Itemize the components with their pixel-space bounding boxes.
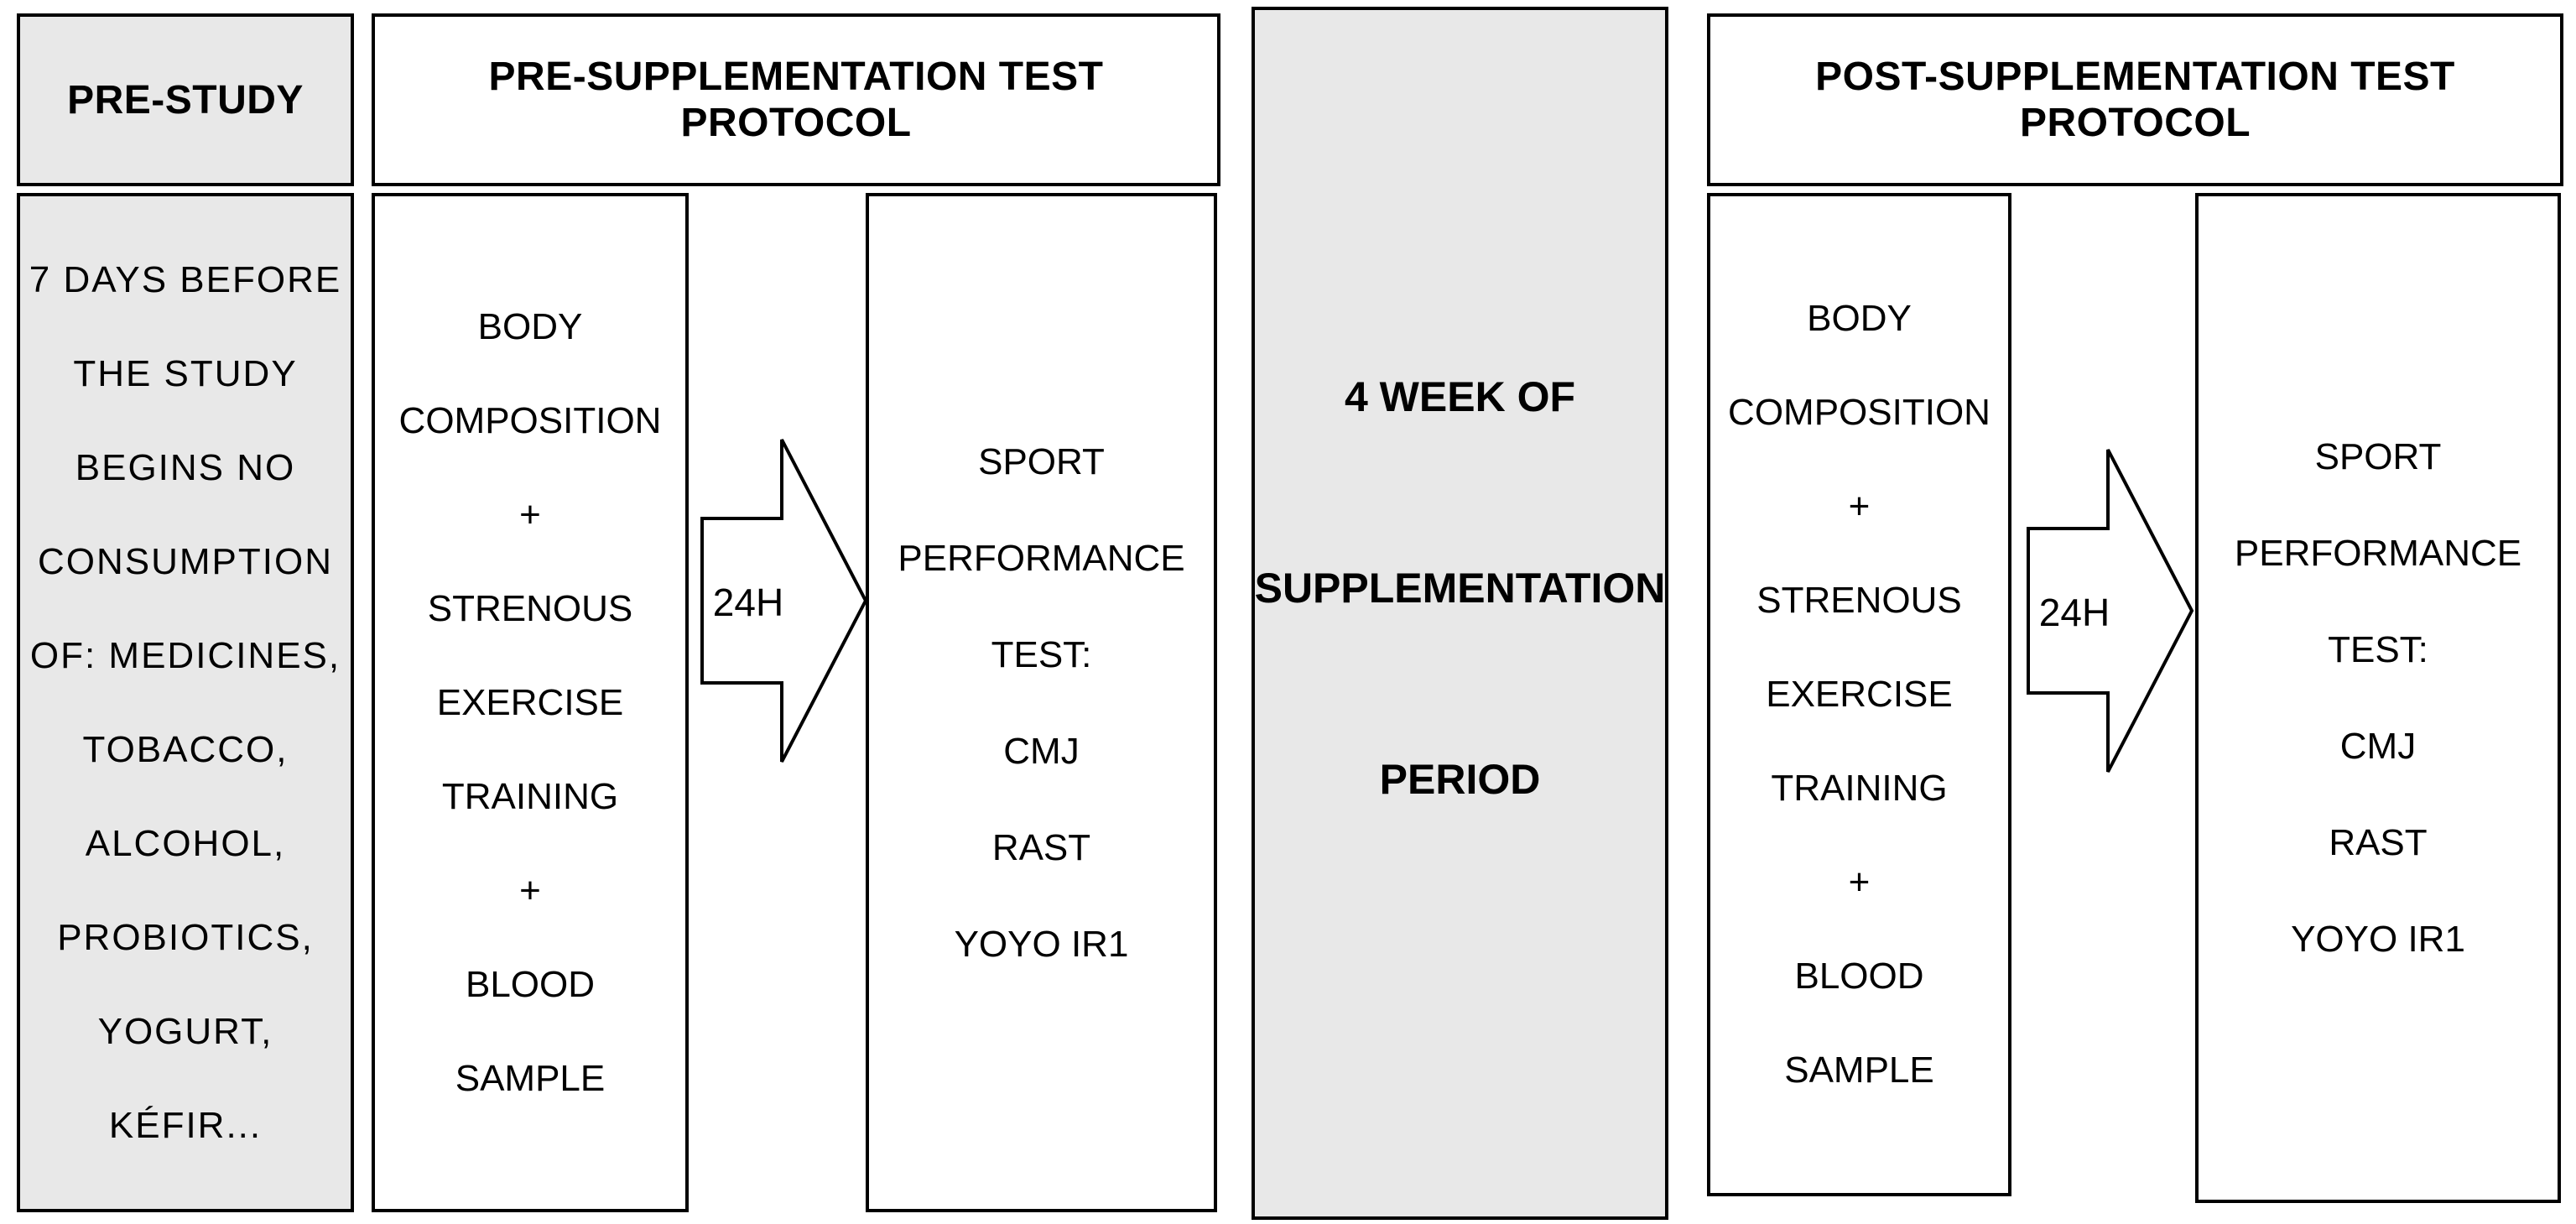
plus-separator: + — [519, 493, 541, 535]
arrow-24h-pre — [700, 438, 868, 763]
post-supplementation-header-box: POST-SUPPLEMENTATION TEST PROTOCOL — [1707, 13, 2563, 186]
sport-test-line: YOYO IR1 — [954, 923, 1129, 965]
supplementation-period-line: PERIOD — [1379, 756, 1541, 803]
baseline-measure-line: EXERCISE — [436, 681, 624, 723]
supplementation-period-box: 4 WEEK OF SUPPLEMENTATION PERIOD — [1252, 7, 1668, 1220]
sport-test-line: SPORT — [978, 440, 1105, 482]
sport-test-line: CMJ — [1003, 730, 1080, 772]
baseline-measure-line: BLOOD — [465, 963, 596, 1005]
restriction-line: PROBIOTICS, — [57, 916, 314, 958]
baseline-measure-line: EXERCISE — [1766, 674, 1953, 715]
sport-test-line: PERFORMANCE — [898, 537, 1185, 579]
sport-test-line: TEST: — [2328, 629, 2428, 670]
baseline-measure-line: BODY — [1807, 298, 1912, 339]
baseline-measure-line: BODY — [477, 305, 583, 347]
restriction-line: ALCOHOL, — [85, 822, 286, 864]
pre-study-restrictions-box: 7 DAYS BEFORE THE STUDY BEGINS NO CONSUM… — [17, 193, 354, 1212]
sport-test-line: RAST — [2329, 822, 2428, 863]
pre-sport-performance-box: SPORT PERFORMANCE TEST: CMJ RAST YOYO IR… — [866, 193, 1217, 1212]
restriction-line: CONSUMPTION — [38, 540, 333, 582]
restriction-line: YOGURT, — [97, 1010, 273, 1052]
pre-study-header-box: PRE-STUDY — [17, 13, 354, 186]
arrow-right-icon — [2027, 449, 2194, 773]
post-sport-performance-box: SPORT PERFORMANCE TEST: CMJ RAST YOYO IR… — [2195, 193, 2561, 1203]
baseline-measure-line: COMPOSITION — [1728, 392, 1991, 433]
arrow-24h-post-label: 24H — [2038, 591, 2110, 634]
plus-separator: + — [519, 869, 541, 911]
supplementation-period-line: SUPPLEMENTATION — [1254, 565, 1666, 612]
baseline-measure-line: TRAINING — [1771, 768, 1948, 809]
sport-test-line: YOYO IR1 — [2291, 919, 2465, 960]
pre-supplementation-header-label: PRE-SUPPLEMENTATION TEST PROTOCOL — [488, 55, 1104, 145]
sport-test-line: CMJ — [2339, 726, 2417, 767]
baseline-measure-line: BLOOD — [1794, 956, 1924, 997]
pre-baseline-measures-box: BODY COMPOSITION + STRENOUS EXERCISE TRA… — [372, 193, 689, 1212]
baseline-measure-line: STRENOUS — [427, 587, 633, 629]
restriction-line: TOBACCO, — [82, 728, 289, 770]
pre-supplementation-header-box: PRE-SUPPLEMENTATION TEST PROTOCOL — [372, 13, 1220, 186]
baseline-measure-line: COMPOSITION — [398, 399, 662, 441]
post-baseline-measures-box: BODY COMPOSITION + STRENOUS EXERCISE TRA… — [1707, 193, 2011, 1196]
sport-test-line: SPORT — [2314, 436, 2442, 477]
restriction-line: KÉFIR... — [108, 1104, 263, 1146]
arrow-24h-pre-label: 24H — [712, 581, 784, 624]
restriction-line: BEGINS NO — [75, 446, 296, 488]
baseline-measure-line: TRAINING — [441, 775, 619, 817]
restriction-line: THE STUDY — [73, 352, 298, 394]
baseline-measure-line: STRENOUS — [1756, 580, 1962, 621]
post-supplementation-header-label: POST-SUPPLEMENTATION TEST PROTOCOL — [1815, 55, 2455, 145]
plus-separator: + — [1848, 862, 1871, 903]
baseline-measure-line: SAMPLE — [455, 1057, 606, 1099]
restriction-line: OF: MEDICINES, — [29, 634, 341, 676]
baseline-measure-line: SAMPLE — [1784, 1050, 1934, 1091]
sport-test-line: RAST — [991, 826, 1091, 868]
sport-test-line: PERFORMANCE — [2234, 533, 2522, 574]
pre-study-header-label: PRE-STUDY — [67, 77, 304, 122]
arrow-24h-post — [2027, 448, 2194, 773]
restriction-line: 7 DAYS BEFORE — [29, 258, 342, 300]
supplementation-period-line: 4 WEEK OF — [1344, 373, 1576, 420]
sport-test-line: TEST: — [991, 633, 1092, 675]
plus-separator: + — [1848, 486, 1871, 527]
arrow-right-icon — [700, 439, 868, 763]
